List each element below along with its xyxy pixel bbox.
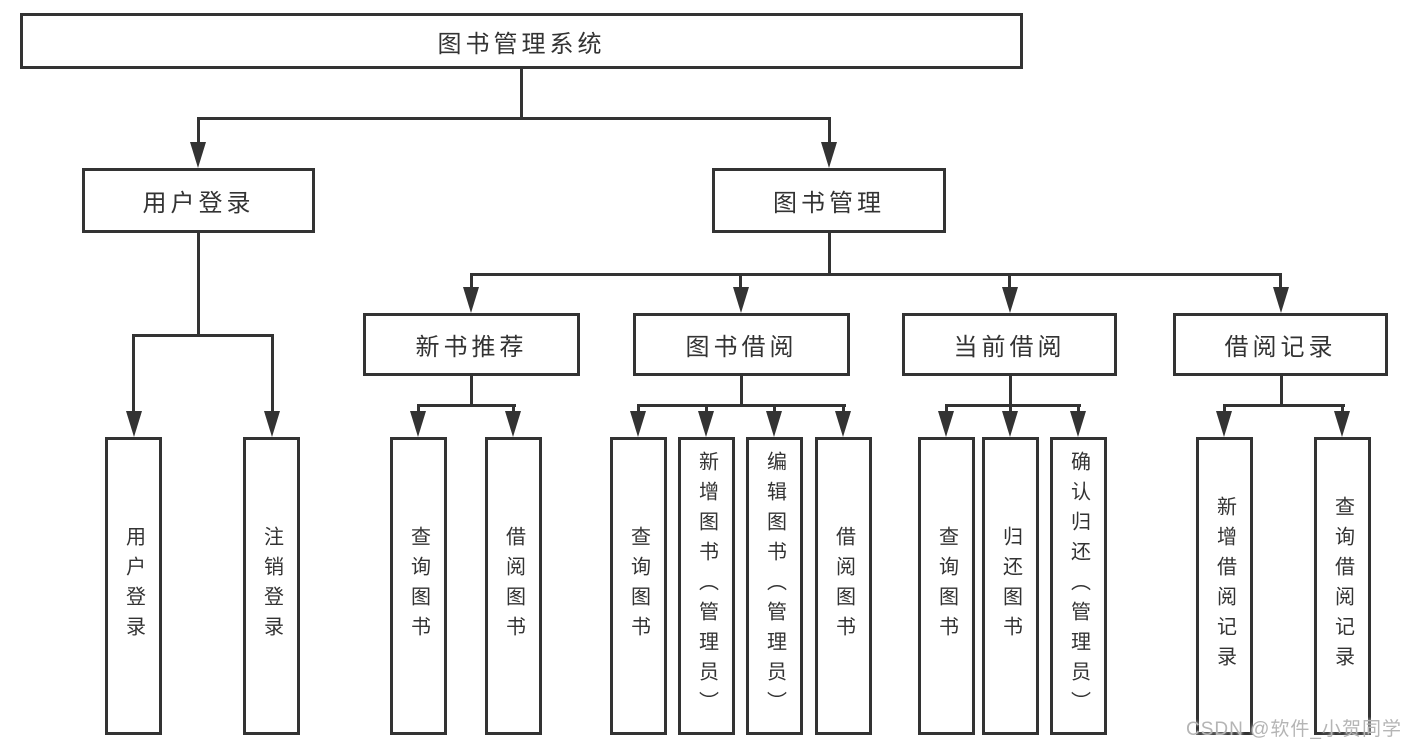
connector-line	[271, 334, 274, 414]
connector-line	[197, 117, 831, 120]
arrowhead-down-icon	[1002, 287, 1018, 313]
leaf-query-books-borrowing: 查询图书	[610, 437, 667, 735]
connector-line	[1009, 404, 1012, 413]
connector-line	[1223, 404, 1345, 407]
arrowhead-down-icon	[1002, 411, 1018, 437]
connector-line	[520, 69, 523, 120]
arrowhead-down-icon	[938, 411, 954, 437]
connector-line	[740, 375, 743, 407]
leaf-return-book: 归还图书	[982, 437, 1039, 735]
node-new-book-recommend: 新书推荐	[363, 313, 580, 376]
connector-line	[1341, 404, 1344, 413]
connector-line	[417, 404, 420, 413]
connector-line	[470, 273, 473, 289]
arrowhead-down-icon	[630, 411, 646, 437]
node-library-system: 图书管理系统	[20, 13, 1023, 69]
connector-line	[470, 375, 473, 407]
connector-line	[470, 273, 1282, 276]
connector-line	[842, 404, 845, 413]
connector-line	[739, 273, 742, 289]
node-book-management: 图书管理	[712, 168, 946, 233]
connector-line	[1009, 375, 1012, 407]
arrowhead-down-icon	[1273, 287, 1289, 313]
leaf-user-login: 用户登录	[105, 437, 162, 735]
connector-line	[705, 404, 708, 413]
arrowhead-down-icon	[821, 142, 837, 168]
arrowhead-down-icon	[733, 287, 749, 313]
arrowhead-down-icon	[1216, 411, 1232, 437]
connector-line	[945, 404, 948, 413]
connector-line	[773, 404, 776, 413]
arrowhead-down-icon	[463, 287, 479, 313]
connector-line	[197, 117, 200, 145]
leaf-edit-book-admin: 编辑图书（管理员）	[746, 437, 803, 735]
connector-line	[637, 404, 640, 413]
leaf-borrow-books-borrowing: 借阅图书	[815, 437, 872, 735]
arrowhead-down-icon	[190, 142, 206, 168]
node-borrow-records: 借阅记录	[1173, 313, 1388, 376]
arrowhead-down-icon	[835, 411, 851, 437]
connector-line	[512, 404, 515, 413]
watermark: CSDN @软件_小贺同学	[1186, 719, 1402, 740]
connector-line	[132, 334, 274, 337]
arrowhead-down-icon	[698, 411, 714, 437]
connector-line	[197, 233, 200, 337]
leaf-add-book-admin: 新增图书（管理员）	[678, 437, 735, 735]
arrowhead-down-icon	[264, 411, 280, 437]
node-user-login: 用户登录	[82, 168, 315, 233]
arrowhead-down-icon	[766, 411, 782, 437]
connector-line	[828, 233, 831, 276]
node-book-borrowing: 图书借阅	[633, 313, 850, 376]
arrowhead-down-icon	[410, 411, 426, 437]
leaf-confirm-return-admin: 确认归还（管理员）	[1050, 437, 1107, 735]
connector-line	[1280, 375, 1283, 407]
connector-line	[945, 404, 1081, 407]
leaf-add-borrow-record: 新增借阅记录	[1196, 437, 1253, 735]
connector-line	[1077, 404, 1080, 413]
connector-line	[1279, 273, 1282, 289]
arrowhead-down-icon	[126, 411, 142, 437]
connector-line	[828, 117, 831, 145]
leaf-query-books-current: 查询图书	[918, 437, 975, 735]
connector-line	[417, 404, 516, 407]
leaf-query-books-recommend: 查询图书	[390, 437, 447, 735]
leaf-logout: 注销登录	[243, 437, 300, 735]
connector-line	[637, 404, 846, 407]
connector-line	[1008, 273, 1011, 289]
arrowhead-down-icon	[1334, 411, 1350, 437]
connector-line	[132, 334, 135, 414]
arrowhead-down-icon	[505, 411, 521, 437]
connector-line	[1223, 404, 1226, 413]
arrowhead-down-icon	[1070, 411, 1086, 437]
leaf-borrow-books-recommend: 借阅图书	[485, 437, 542, 735]
node-current-borrowing: 当前借阅	[902, 313, 1117, 376]
leaf-query-borrow-record: 查询借阅记录	[1314, 437, 1371, 735]
